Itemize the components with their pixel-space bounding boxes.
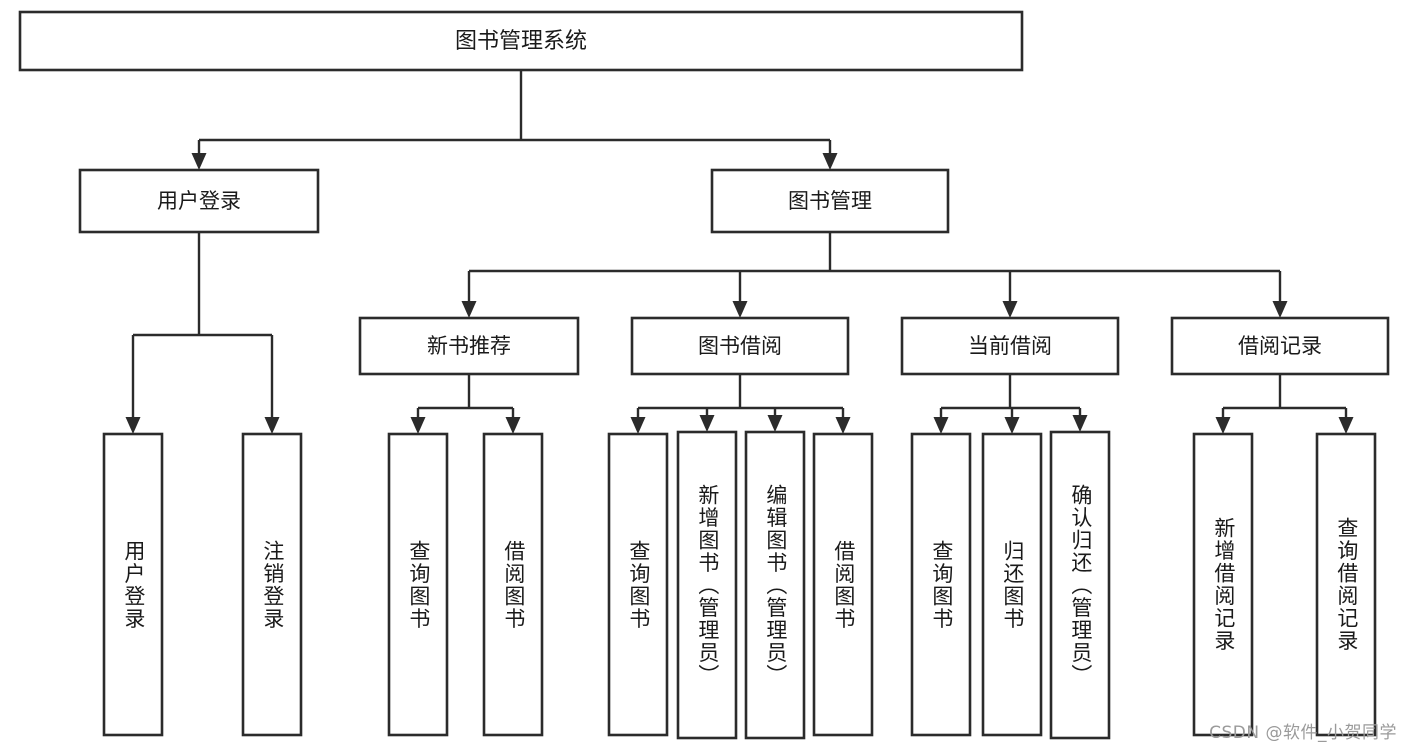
node-borrow-add-book-box [676,430,738,740]
node-book-management-label: 图书管理 [788,189,872,213]
arrow-to-borrow-add-book [699,415,715,432]
arrow-to-borrow-borrow-book [835,417,851,434]
node-new-book-recommend-box [358,316,580,376]
node-root-box [18,10,1024,72]
node-recommend-borrow-book-box [482,432,544,737]
node-book-management-box [710,168,950,234]
node-borrow-edit-book-box [744,430,806,740]
node-current-borrow-label: 当前借阅 [968,334,1052,358]
node-borrow-records-label: 借阅记录 [1238,334,1322,358]
node-records-query-box [1315,432,1377,737]
arrow-to-user-login [191,153,207,170]
arrow-to-borrow-edit-book [767,415,783,432]
arrow-to-book-borrow [732,301,748,318]
node-current-borrow-box [900,316,1120,376]
node-user-login-leaf-box [102,432,164,737]
arrow-to-current-borrow [1002,301,1018,318]
arrow-to-borrow-records [1272,301,1288,318]
arrow-to-records-query [1338,417,1354,434]
node-user-login-label: 用户登录 [157,189,241,213]
node-current-confirm-return-box [1049,430,1111,740]
arrow-to-new-book-recommend [461,301,477,318]
arrow-to-current-query-book [933,417,949,434]
node-book-borrow-box [630,316,850,376]
node-user-login-box [78,168,320,234]
node-current-query-book-box [910,432,972,737]
node-current-return-book-box [981,432,1043,737]
node-recommend-query-book-box [387,432,449,737]
arrow-to-recommend-borrow-book [505,417,521,434]
node-book-borrow-label: 图书借阅 [698,334,782,358]
boxes-layer [18,10,1390,740]
arrow-to-current-confirm-return [1072,415,1088,432]
arrow-to-user-login-leaf [125,417,141,434]
arrow-to-user-logout-leaf [264,417,280,434]
arrow-to-records-add [1215,417,1231,434]
arrow-to-book-management [822,153,838,170]
connectors-layer [125,70,1354,434]
node-new-book-recommend-label: 新书推荐 [427,334,511,358]
node-borrow-borrow-book-box [812,432,874,737]
node-user-logout-leaf-box [241,432,303,737]
arrow-to-recommend-query-book [410,417,426,434]
node-root-label: 图书管理系统 [455,29,587,54]
node-borrow-query-book-box [607,432,669,737]
node-borrow-records-box [1170,316,1390,376]
arrow-to-borrow-query-book [630,417,646,434]
arrow-to-current-return-book [1004,417,1020,434]
node-records-add-box [1192,432,1254,737]
